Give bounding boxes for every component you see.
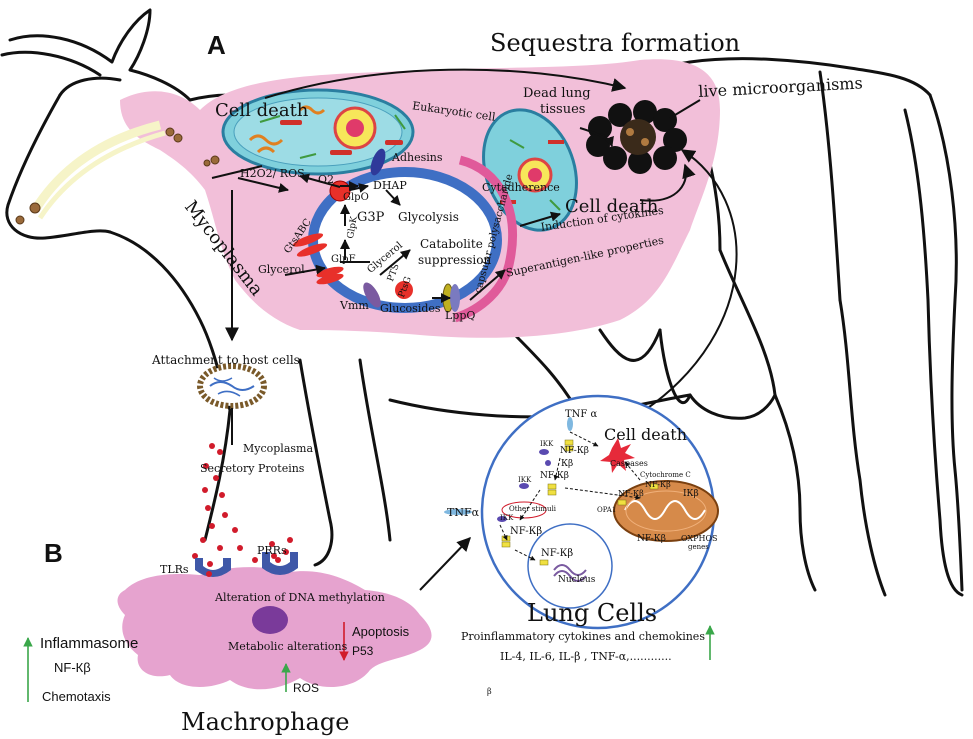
top-arrows (211, 68, 738, 411)
lung-cell-death-label: Cell death (604, 425, 688, 444)
p53-label: P53 (352, 644, 374, 658)
nfkb-mito1-label: NF-Кβ (645, 480, 671, 489)
nfkb-macrophage-label: NF-Кβ (54, 660, 91, 675)
cytochrome-c-label: Cytochrome C (640, 471, 691, 479)
lung-cell-arrows (499, 431, 641, 561)
lppq-label: LppQ (445, 309, 476, 322)
beta-symbol: β (487, 687, 492, 696)
panel-label-b: B (44, 538, 63, 568)
glucosides-label: Glucosides (380, 302, 441, 315)
glpf-label: GlpF (331, 254, 356, 265)
metabolic-alterations-label: Metabolic alterations (228, 640, 348, 653)
mycoplasma-cell (292, 148, 518, 323)
proinflammatory-label: Proinflammatory cytokines and chemokines (461, 630, 705, 643)
interleukins-label: IL-4, IL-6, IL-β , TNF-α,............ (500, 650, 672, 663)
dhap-label: DHAP (373, 179, 407, 192)
nfkb-mito-low-label: NF-Кβ (637, 534, 666, 544)
live-microorganisms-cluster (586, 100, 687, 174)
nfkb-top-label: NF-Кβ (560, 446, 589, 456)
chemotaxis-label: Chemotaxis (42, 689, 111, 704)
vmm-label: Vmm (340, 299, 369, 312)
macrophage-cell (117, 552, 432, 690)
oxphos-label: OXPHOS (681, 534, 718, 543)
cytadherence-label: Cytadherence (482, 181, 560, 194)
catabolite-label: Catabolite (420, 237, 483, 251)
eukaryotic-cell (221, 88, 415, 176)
cell-death-label-right: Cell death (565, 196, 659, 217)
ikb-mito-label: IКβ (683, 489, 699, 499)
ikk-top-label: IKK (540, 440, 554, 448)
secretory-proteins (192, 443, 293, 567)
tlrs-label: TLRs (160, 563, 189, 576)
cell-death-label-left: Cell death (215, 100, 309, 121)
adhesins-label: Adhesins (392, 151, 443, 164)
tnf-a-left-label: TNFα (447, 506, 480, 519)
apoptosis-label: Apoptosis (352, 624, 410, 639)
tnf-a-top-label: TNF α (565, 409, 598, 420)
nasal-passage (31, 120, 162, 213)
nfkb-low-label: NF-Кβ (510, 526, 543, 537)
h2o2-ros-label: H2O2/ ROS (240, 167, 305, 180)
attachment-label: Attachment to host cells (152, 353, 300, 367)
ikb-top-label: Кβ (561, 459, 574, 469)
o2-label: O2 (318, 173, 335, 186)
nucleus-label: Nucleus (558, 575, 596, 585)
other-stimuli-label: Other stimuli (509, 505, 557, 513)
ros-label: ROS (293, 681, 320, 695)
glpo-label: GlpO (343, 192, 369, 203)
suppression-label: suppression (418, 253, 492, 267)
dead-lung-label-2: tissues (540, 102, 586, 117)
panel-label-a: A (207, 30, 226, 60)
nfkb-mid-label: NF-Кβ (540, 471, 569, 481)
opa1-label: OPA1 (597, 506, 617, 514)
g3p-label: G3P (357, 210, 385, 225)
macrophage-title: Machrophage (181, 708, 350, 736)
secretory-label-2: Secretory Proteins (200, 462, 305, 475)
nfkb-nucleus-label: NF-Кβ (541, 548, 574, 559)
glycolysis-label: Glycolysis (398, 210, 459, 224)
inflammasome-label: Inflammasome (40, 635, 139, 652)
dead-lung-label-1: Dead lung (523, 86, 591, 101)
lung-cells-title: Lung Cells (527, 599, 658, 627)
lung-cell (444, 394, 719, 630)
dna-methylation-label: Alteration of DNA methylation (215, 591, 385, 604)
mycoplasma-particles (15, 127, 220, 225)
nfkb-mito2-label: NF-Кβ (618, 489, 644, 498)
prrs-label: PRRs (257, 544, 287, 557)
ikk-low-label: IKK (500, 514, 514, 522)
glycerol-outer-label: Glycerol (258, 263, 305, 276)
secretory-label-1: Mycoplasma (243, 442, 314, 455)
ikk-mid-label: IKK (518, 476, 532, 484)
nasal-passage-inner (37, 130, 166, 220)
caspases-label: Caspases (610, 459, 648, 468)
attached-mycoplasma (197, 363, 267, 409)
regulation-arrows (23, 536, 715, 702)
genes-label: genes (688, 543, 709, 551)
sequestra-formation-label: Sequestra formation (490, 29, 741, 57)
